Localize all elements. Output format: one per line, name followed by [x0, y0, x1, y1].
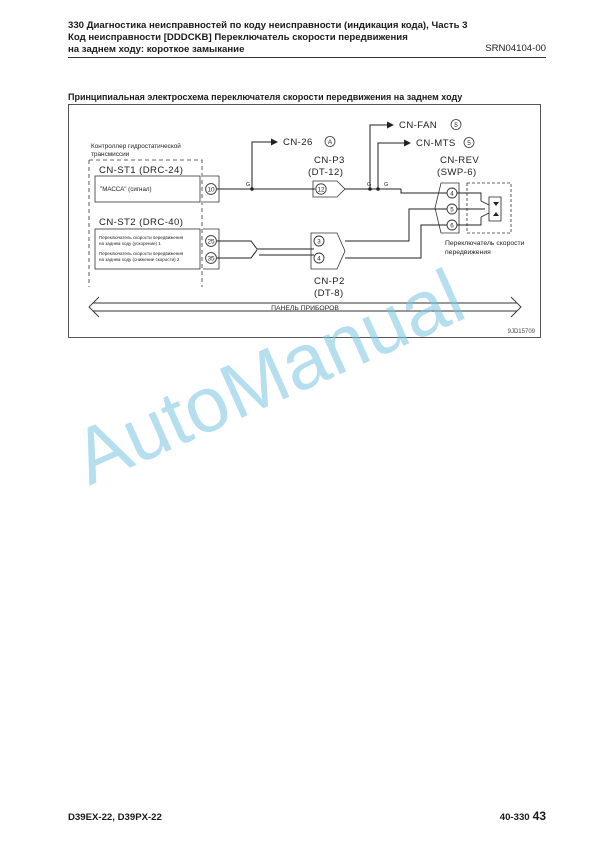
footer-section: 40-330	[499, 812, 530, 823]
cn-26-label: CN-26	[283, 137, 313, 148]
controller-label-1: Контроллер гидростатической	[91, 142, 181, 150]
p2-pin-4-label: 4	[317, 256, 321, 263]
wire-p2-to-rev-5	[345, 208, 447, 242]
wiring-diagram: Контроллер гидростатической трансмиссии …	[68, 104, 541, 338]
pin-25	[205, 235, 217, 247]
pin-35-label: 35	[207, 256, 215, 263]
panel-arrow-lines	[93, 302, 517, 312]
cn-26-mark-circle	[324, 136, 336, 147]
p2-pin-4	[313, 252, 325, 264]
switch-enclosure	[466, 182, 512, 234]
header-line-3: на заднем ходу: короткое замыкание	[68, 44, 245, 55]
pin-10-label: 10	[207, 187, 215, 194]
cn-p3-type: (DT-12)	[308, 167, 343, 178]
switch-symbol-arrows	[493, 202, 499, 216]
header-line-2: Код неисправности [DDDCKB] Переключатель…	[68, 32, 408, 43]
controller-outline	[88, 159, 203, 287]
pin-10	[205, 183, 217, 195]
pin-35	[205, 252, 217, 264]
switch-contacts	[480, 196, 502, 222]
cn-p3-label: CN-P3	[314, 155, 345, 166]
wire-35-to-p2-4	[217, 249, 314, 259]
controller-label-2: трансмиссии	[91, 151, 130, 158]
footer-models: D39EX-22, D39PX-22	[68, 812, 162, 823]
header-line-1: 330 Диагностика неисправностей по коду н…	[68, 20, 468, 31]
cn-mts-mark-circle	[463, 137, 475, 148]
wire-to-rev-4	[400, 189, 447, 194]
cn-fan-mark-circle	[450, 119, 462, 130]
cn-fan-label: CN-FAN	[399, 120, 437, 131]
document-code: SRN04104-00	[485, 43, 546, 54]
cn-rev-connector	[434, 182, 460, 234]
p2-pin-3	[313, 235, 325, 247]
wire-to-cn26	[251, 138, 278, 189]
switch-desc-2a: Переключатель скорости передвижения	[99, 251, 184, 256]
wire-to-cn-fan	[369, 121, 394, 189]
wire-g-label-1: G	[246, 182, 250, 188]
panel-arrow-heads	[88, 296, 522, 318]
cn-st1-box	[94, 175, 201, 203]
cn-mts-mark: 5	[467, 140, 471, 147]
panel-label: ПАНЕЛЬ ПРИБОРОВ	[271, 305, 339, 312]
rev-pin-5-label: 5	[450, 207, 454, 214]
rev-pin-4-label: 4	[450, 191, 454, 198]
wire-to-cn-mts	[377, 139, 411, 189]
switch-label-1: Переключатель скорости	[445, 240, 525, 247]
cn-p2-connector	[310, 232, 346, 270]
cn-st2-connector	[203, 228, 220, 270]
wire-p2-to-rev-6	[345, 224, 447, 259]
cn-st2-box	[94, 228, 201, 270]
wire-g-label-3: G	[384, 182, 388, 188]
cn-fan-mark: 5	[454, 122, 458, 129]
wire-25-to-p2-3	[217, 240, 314, 250]
footer-page-number: 43	[532, 809, 546, 823]
cn-26-mark: A	[328, 139, 333, 146]
cn-rev-type: (SWP-6)	[437, 167, 477, 178]
figure-caption: Принципиальная электросхема переключател…	[68, 92, 463, 102]
switch-internal-wires	[457, 192, 485, 226]
wiring-diagram-svg: Контроллер гидростатической трансмиссии …	[88, 119, 536, 335]
cn-p2-type: (DT-8)	[314, 288, 344, 299]
cn-rev-label: CN-REV	[440, 155, 479, 166]
cn-mts-label: CN-MTS	[416, 138, 456, 149]
switch-desc-1b: на заднем ходу (ускорение) 1	[99, 241, 161, 246]
cn-st2-label: CN-ST2 (DRC-40)	[99, 217, 183, 228]
pin-25-label: 25	[207, 239, 215, 246]
wire-g-label-2: G	[367, 182, 371, 188]
cn-p3-connector	[312, 180, 346, 198]
p2-pin-3-label: 3	[317, 239, 321, 246]
massa-label: "МАССА" (сигнал)	[100, 186, 152, 193]
cn-p2-label: CN-P2	[314, 276, 345, 287]
switch-label-2: передвижения	[445, 249, 491, 256]
figure-code: 9JD15709	[508, 329, 536, 335]
cn-st1-label: CN-ST1 (DRC-24)	[99, 165, 183, 176]
switch-desc-1a: Переключатель скорости передвижения	[99, 235, 184, 240]
header-rule	[68, 57, 546, 58]
pin-12-label: 12	[318, 187, 325, 194]
pin-12	[315, 183, 327, 195]
rev-pin-6-label: 6	[450, 223, 454, 230]
switch-desc-2b: на заднем ходу (снижение скорости) 2	[99, 257, 180, 262]
